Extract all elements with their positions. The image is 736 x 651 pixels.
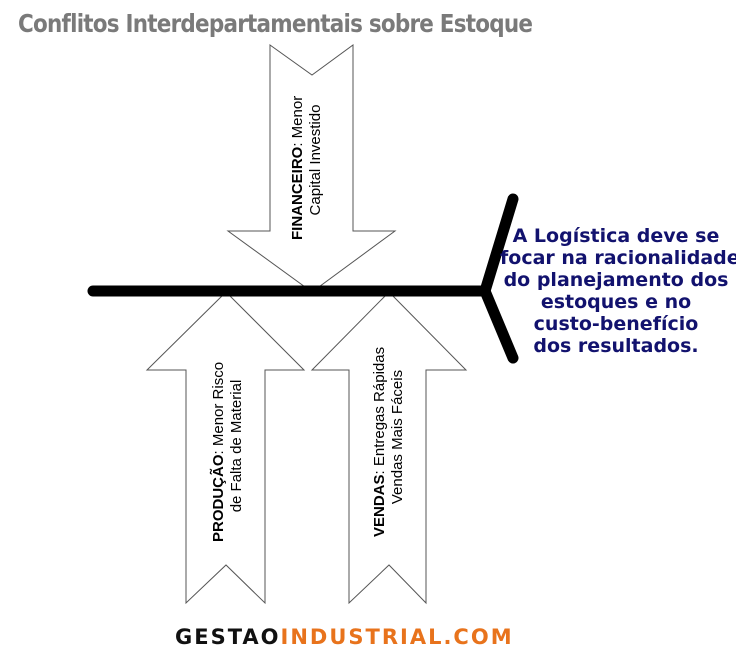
brand-part1: GESTAO <box>175 625 281 649</box>
producao-label-line2: de Falta de Material <box>228 380 245 513</box>
conclusion-line: do planejamento dos <box>503 269 729 291</box>
arrow-financeiro <box>226 44 397 293</box>
financeiro-label-line1: FINANCEIRO: Menor <box>289 96 306 240</box>
vendas-label-line2: Vendas Mais Fáceis <box>389 370 406 504</box>
conclusion-line: dos resultados. <box>533 335 699 357</box>
conclusion-line: custo-benefício <box>533 313 699 335</box>
conclusion-text: A Logística deve se focar na racionalida… <box>500 225 736 357</box>
page-title: Conflitos Interdepartamentais sobre Esto… <box>18 9 533 38</box>
brand-part2: INDUSTRIAL.COM <box>280 625 514 649</box>
conclusion-line: focar na racionalidade <box>500 247 736 269</box>
fishbone-head-upper <box>479 193 519 297</box>
brand-logo: GESTAOINDUSTRIAL.COM <box>175 625 514 649</box>
fishbone-head-lower <box>479 285 519 364</box>
vendas-label-line1: VENDAS: Entregas Rápidas <box>371 347 388 537</box>
conclusion-line: estoques e no <box>540 291 692 313</box>
arrow-vendas <box>310 291 468 605</box>
arrow-producao <box>145 291 306 605</box>
conclusion-line: A Logística deve se <box>512 225 720 247</box>
producao-label-line1: PRODUÇÃO: Menor Risco <box>209 362 227 542</box>
financeiro-label-line2: Capital Investido <box>307 105 324 216</box>
